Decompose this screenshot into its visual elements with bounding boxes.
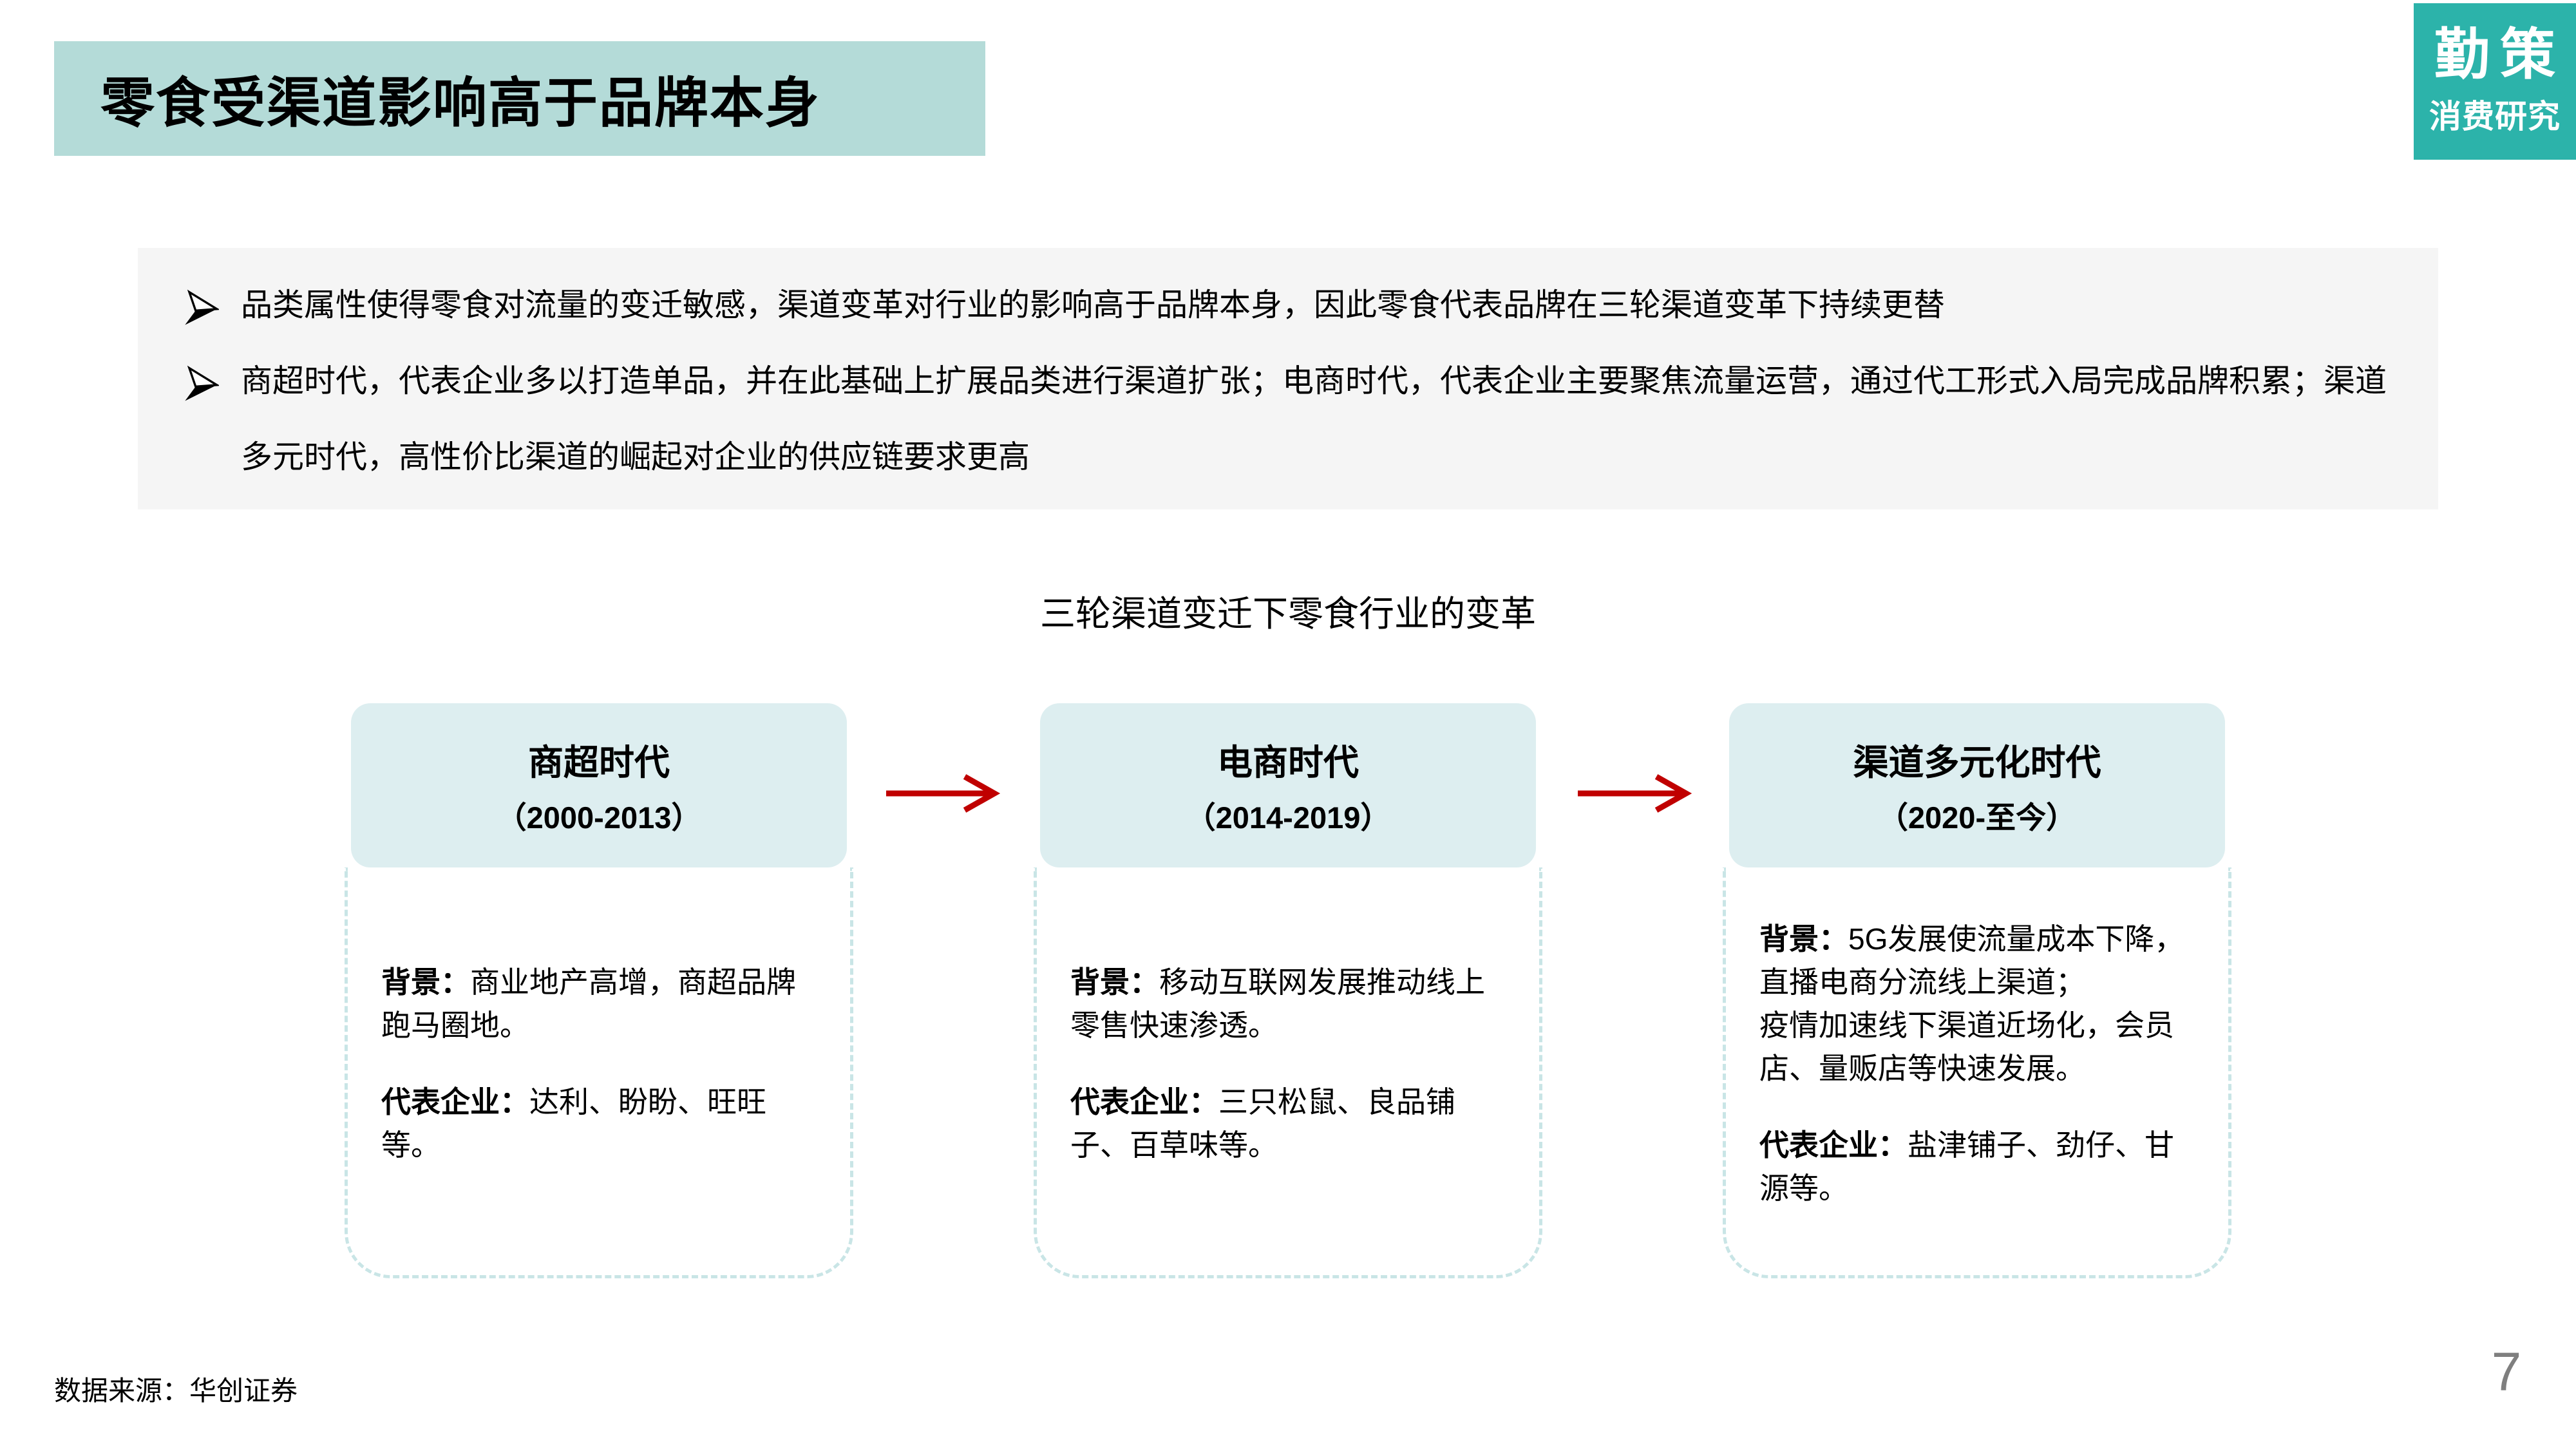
brand-logo-subtitle: 消费研究 bbox=[2429, 98, 2561, 135]
diagram-title: 三轮渠道变迁下零食行业的变革 bbox=[1039, 594, 1536, 634]
brand-logo: 勤策 消费研究 bbox=[2414, 3, 2576, 160]
summary-panel: 品类属性使得零食对流量的变迁敏感，渠道变革对行业的影响高于品牌本身，因此零食代表… bbox=[138, 248, 2438, 509]
companies-text: 达利、盼盼、旺旺等。 bbox=[381, 1084, 766, 1162]
background-paragraph: 背景：商业地产高增，商超品牌跑马圈地。 bbox=[381, 961, 820, 1047]
stage-header: 电商时代 （2014-2019） bbox=[1040, 703, 1536, 867]
title-bar: 零食受渠道影响高于品牌本身 bbox=[54, 41, 985, 156]
background-text: 商业地产高增，商超品牌跑马圈地。 bbox=[381, 965, 796, 1042]
stage-period: （2014-2019） bbox=[1185, 800, 1391, 835]
stage-body: 背景：商业地产高增，商超品牌跑马圈地。 代表企业：达利、盼盼、旺旺等。 bbox=[345, 867, 853, 1278]
stage-card-multichannel-era: 渠道多元化时代 （2020-至今） 背景：5G发展使流量成本下降，直播电商分流线… bbox=[1723, 703, 2231, 1278]
stage-name: 商超时代 bbox=[527, 743, 670, 782]
bullet-arrowhead-icon bbox=[183, 289, 220, 331]
background-paragraph: 背景：移动互联网发展推动线上零售快速渗透。 bbox=[1070, 961, 1510, 1047]
bullet-item: 品类属性使得零食对流量的变迁敏感，渠道变革对行业的影响高于品牌本身，因此零食代表… bbox=[183, 267, 2390, 343]
background-text: 5G发展使流量成本下降，直播电商分流线上渠道； 疫情加速线下渠道近场化，会员店、… bbox=[1759, 922, 2184, 1085]
background-label: 背景： bbox=[381, 965, 470, 999]
stage-card-supermarket-era: 商超时代 （2000-2013） 背景：商业地产高增，商超品牌跑马圈地。 代表企… bbox=[345, 703, 853, 1278]
companies-paragraph: 代表企业：达利、盼盼、旺旺等。 bbox=[381, 1081, 820, 1167]
stage-period: （2020-至今） bbox=[1877, 800, 2077, 835]
page-number: 7 bbox=[2491, 1341, 2522, 1402]
companies-label: 代表企业： bbox=[1759, 1128, 1908, 1162]
bullet-text: 商超时代，代表企业多以打造单品，并在此基础上扩展品类进行渠道扩张；电商时代，代表… bbox=[241, 364, 2387, 475]
stage-body: 背景：5G发展使流量成本下降，直播电商分流线上渠道； 疫情加速线下渠道近场化，会… bbox=[1723, 867, 2231, 1278]
bullet-arrowhead-icon bbox=[183, 365, 220, 407]
stage-body: 背景：移动互联网发展推动线上零售快速渗透。 代表企业：三只松鼠、良品铺子、百草味… bbox=[1034, 867, 1542, 1278]
companies-paragraph: 代表企业：盐津铺子、劲仔、甘源等。 bbox=[1759, 1124, 2199, 1210]
stage-card-ecommerce-era: 电商时代 （2014-2019） 背景：移动互联网发展推动线上零售快速渗透。 代… bbox=[1034, 703, 1542, 1278]
stage-name: 渠道多元化时代 bbox=[1853, 743, 2101, 782]
companies-paragraph: 代表企业：三只松鼠、良品铺子、百草味等。 bbox=[1070, 1081, 1510, 1167]
bullet-item: 商超时代，代表企业多以打造单品，并在此基础上扩展品类进行渠道扩张；电商时代，代表… bbox=[183, 343, 2390, 495]
flow-arrow-icon bbox=[884, 772, 1006, 815]
companies-label: 代表企业： bbox=[381, 1084, 529, 1119]
stage-period: （2000-2013） bbox=[496, 800, 702, 835]
background-label: 背景： bbox=[1070, 965, 1159, 999]
flow-arrow-icon bbox=[1575, 772, 1698, 815]
companies-text: 三只松鼠、良品铺子、百草味等。 bbox=[1070, 1084, 1455, 1162]
stage-name: 电商时代 bbox=[1217, 743, 1359, 782]
background-paragraph: 背景：5G发展使流量成本下降，直播电商分流线上渠道； 疫情加速线下渠道近场化，会… bbox=[1759, 918, 2199, 1090]
companies-label: 代表企业： bbox=[1070, 1084, 1218, 1119]
companies-text: 盐津铺子、劲仔、甘源等。 bbox=[1759, 1128, 2174, 1205]
bullet-text: 品类属性使得零食对流量的变迁敏感，渠道变革对行业的影响高于品牌本身，因此零食代表… bbox=[241, 288, 1946, 323]
page-title: 零食受渠道影响高于品牌本身 bbox=[100, 72, 821, 133]
brand-logo-name: 勤策 bbox=[2434, 24, 2566, 86]
stage-header: 渠道多元化时代 （2020-至今） bbox=[1729, 703, 2225, 867]
background-text: 移动互联网发展推动线上零售快速渗透。 bbox=[1070, 965, 1485, 1042]
background-label: 背景： bbox=[1759, 922, 1848, 956]
source-note: 数据来源：华创证券 bbox=[54, 1376, 298, 1406]
stage-header: 商超时代 （2000-2013） bbox=[351, 703, 847, 867]
